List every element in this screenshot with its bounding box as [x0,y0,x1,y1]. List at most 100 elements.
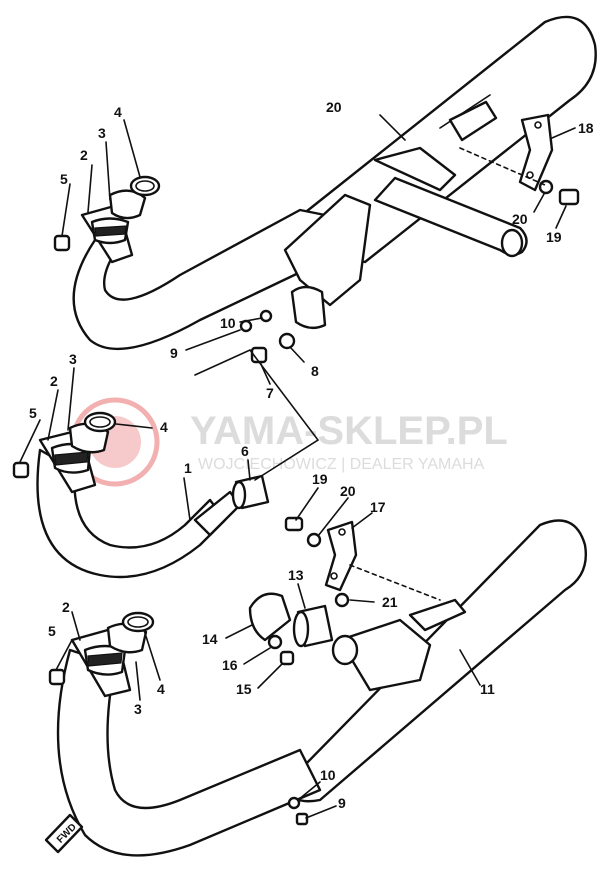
label-21: 21 [382,594,398,610]
label-5c: 5 [48,623,56,639]
nut-5-upper [53,234,71,252]
leader-10b [297,781,321,801]
leader-5c [55,639,73,671]
bolt-9-lower [295,812,309,826]
nut-8 [278,332,296,350]
label-14: 14 [202,631,218,647]
muffler-11-bracket-tab [408,598,467,632]
label-5a: 5 [60,171,68,187]
leader-2a [87,164,93,213]
leader-20a [533,193,545,213]
leader-16 [243,647,271,665]
assembly-outline [194,349,320,481]
leader-21 [349,599,375,603]
label-12: 20 [326,99,342,115]
muffler-12-crosspipe [373,176,528,256]
washer-10-lower [287,796,301,810]
clamp-14 [248,592,292,642]
bracket-17-hole-1 [338,528,346,536]
leader-4a [123,119,141,178]
upper-muffler-assembly [53,15,597,364]
washer-10-upper [259,309,273,323]
nut-5-lower [48,668,66,686]
gasket-teeth-middle [54,451,89,466]
leader-18 [551,127,576,139]
label-7: 7 [266,385,274,401]
muffler-bracket-tab [448,100,498,142]
leader-lines [19,114,576,819]
bracket-17-hole-2 [330,572,338,580]
pipe-1 [36,448,227,579]
ring-4-lower-inner [127,616,149,628]
leader-8 [289,346,305,363]
label-3c: 3 [134,701,142,717]
label-3b: 3 [69,351,77,367]
collector-11-inlet [331,634,359,666]
label-3a: 3 [98,125,106,141]
gasket-teeth-lower [87,652,123,667]
leader-10a [239,317,263,323]
leader-7 [259,361,271,385]
bolt-15 [279,650,295,666]
muffler-11-body [283,519,587,803]
ring-4-middle-inner [89,416,111,428]
label-10b: 10 [320,767,336,783]
label-16: 16 [222,657,238,673]
leader-9a [185,329,241,351]
label-4a: 4 [114,104,122,120]
label-15: 15 [236,681,252,697]
bracket-18 [518,113,554,192]
watermark: YAMA-SKLEP.PL WOJCIECHOWICZ | DEALER YAM… [70,397,508,487]
collector-11 [338,618,432,692]
label-19a: 19 [546,229,562,245]
label-1: 1 [184,460,192,476]
label-2b: 2 [50,373,58,389]
leader-3c [135,661,141,701]
label-17: 17 [370,499,386,515]
leader-1 [183,477,191,521]
fwd-arrow-shape [44,813,84,854]
label-20a: 20 [512,211,528,227]
label-2c: 2 [62,599,70,615]
label-9a: 9 [170,345,178,361]
label-9b: 9 [338,795,346,811]
watermark-dealer: WOJCIECHOWICZ | DEALER YAMAHA [198,456,485,473]
leader-11 [459,649,481,686]
forward-direction-arrow: FWD [44,813,84,854]
bolt-9-upper [239,319,253,333]
lower-header-pipe [56,648,322,857]
leader-14 [225,624,253,639]
pipe-inlet-upper [108,189,147,220]
ring-4-lower [121,611,155,633]
leader-5b [19,419,41,463]
leader-4c [143,629,161,681]
leader-3b [67,367,75,431]
leader-2c [71,611,81,641]
watermark-brand: YAMA-SKLEP.PL [190,409,508,453]
leader-13 [297,583,306,609]
label-8: 8 [311,363,319,379]
bolt-19-upper [558,188,580,206]
nut-5-middle [12,461,30,479]
leader-4b [115,423,153,429]
upper-header-pipe [72,208,352,351]
washer-20-lower [306,532,322,548]
leader-19a [555,205,567,229]
nut-16 [267,634,283,650]
collector-clamp [290,285,327,330]
label-2a: 2 [80,147,88,163]
lower-muffler-assembly [48,516,587,857]
leader-3a [105,141,111,201]
label-10a: 10 [220,315,236,331]
label-13: 13 [288,567,304,583]
leader-20b [317,497,349,537]
part-number-labels: 20 18 20 19 5 2 3 4 9 10 7 8 5 2 3 4 1 6… [29,99,594,811]
label-19b: 19 [312,471,328,487]
label-6: 6 [241,443,249,459]
leader-9b [305,805,337,819]
sleeve-6-end [231,480,247,510]
label-5b: 5 [29,405,37,421]
label-18: 18 [578,120,594,136]
collector-joint [283,193,372,307]
